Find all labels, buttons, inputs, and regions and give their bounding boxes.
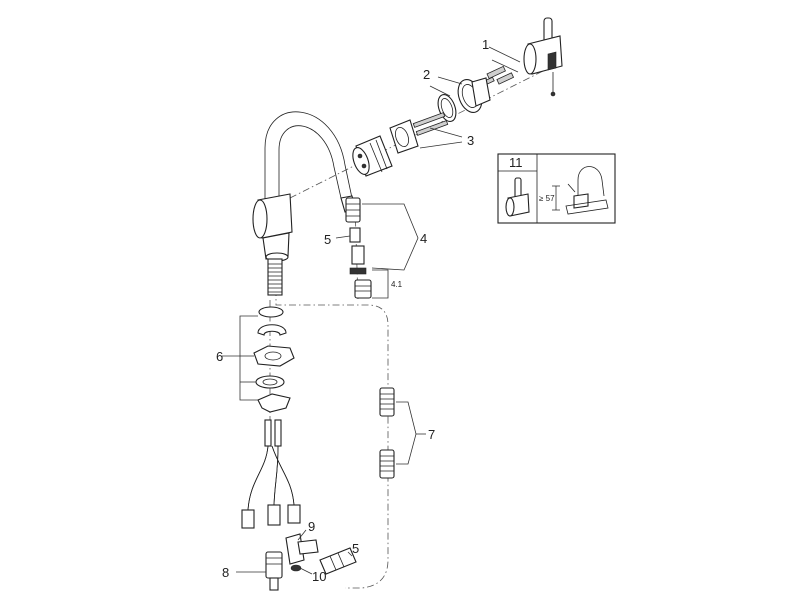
leader-lines [222,46,521,575]
spray-head-part-4 [345,197,372,299]
faucet-body [252,111,357,296]
callout-6: 6 [216,349,223,364]
hose-weights-part-7 [379,387,395,479]
callout-5-top: 5 [324,232,331,247]
callout-7: 7 [428,427,435,442]
t-piece-part-9 [285,533,319,572]
mounting-set-part-6 [253,306,295,413]
callout-10: 10 [312,569,326,584]
supply-hoses [241,419,301,529]
callout-3: 3 [467,133,474,148]
callout-labels: 1 2 3 4 4.1 5 6 7 8 9 10 5 11 ≥ 57 [216,37,555,584]
lever-handle-part-1 [523,17,563,97]
callout-11: 11 [509,155,523,170]
cover-ring-part-2 [437,77,491,122]
hose-connector-part-5 [319,547,357,575]
callout-4-1: 4.1 [391,280,403,289]
callout-1: 1 [482,37,489,52]
cartridge-part-3 [352,112,449,177]
inset-dimension-label: ≥ 57 [539,194,555,203]
callout-9: 9 [308,519,315,534]
adapter-part-8 [265,551,283,591]
inset-panel-part-11 [497,153,616,224]
callout-8: 8 [222,565,229,580]
callout-5-bottom: 5 [352,541,359,556]
callout-2: 2 [423,67,430,82]
callout-4: 4 [420,231,427,246]
